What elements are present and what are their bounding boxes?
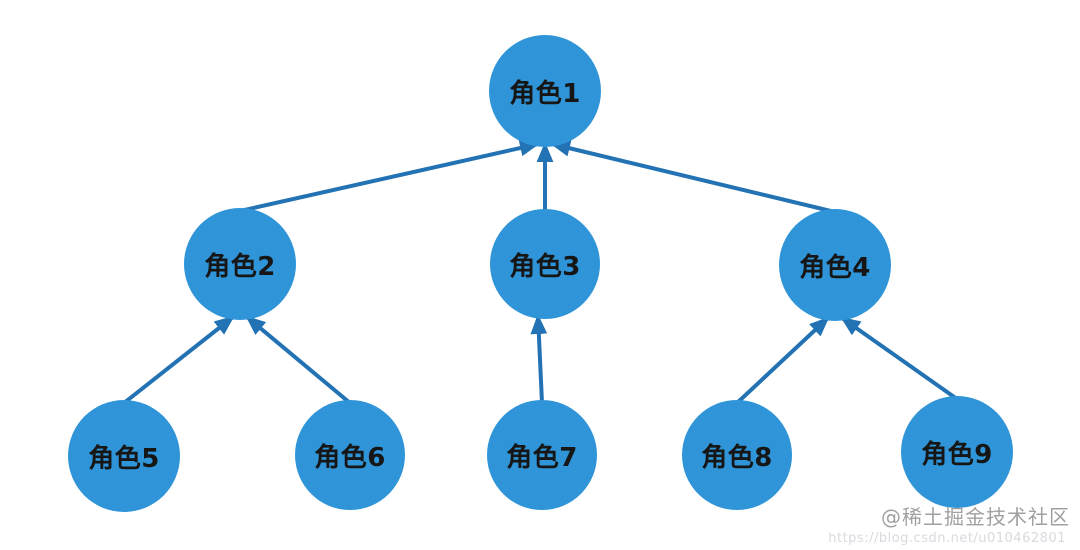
node-label: 角色3 (509, 251, 581, 282)
node-label: 角色8 (701, 442, 773, 473)
node-label: 角色2 (204, 251, 276, 282)
node-n5: 角色5 (68, 400, 180, 512)
node-label: 角色5 (88, 443, 160, 474)
node-label: 角色7 (506, 442, 578, 473)
edge-n2-n1 (239, 139, 540, 213)
node-label: 角色1 (509, 78, 581, 109)
node-label: 角色6 (314, 442, 386, 473)
node-n6: 角色6 (295, 400, 405, 510)
node-n2: 角色2 (184, 208, 296, 320)
edge-n7-n3 (530, 314, 548, 404)
edge-n4-n1 (550, 140, 836, 214)
edge-n6-n2 (245, 315, 352, 405)
edge-n5-n2 (122, 315, 235, 405)
watermark-community: @稀土掘金技术社区 (881, 505, 1070, 529)
node-n9: 角色9 (901, 396, 1013, 508)
edge-n9-n4 (840, 316, 959, 401)
edge-n8-n4 (735, 316, 830, 405)
node-n4: 角色4 (779, 209, 891, 321)
node-label: 角色4 (799, 252, 871, 283)
watermark-url: https://blog.csdn.net/u010462801 (828, 531, 1066, 546)
node-n1: 角色1 (489, 35, 601, 147)
node-label: 角色9 (921, 439, 993, 470)
node-n8: 角色8 (682, 400, 792, 510)
node-n7: 角色7 (487, 400, 597, 510)
node-n3: 角色3 (490, 209, 600, 319)
